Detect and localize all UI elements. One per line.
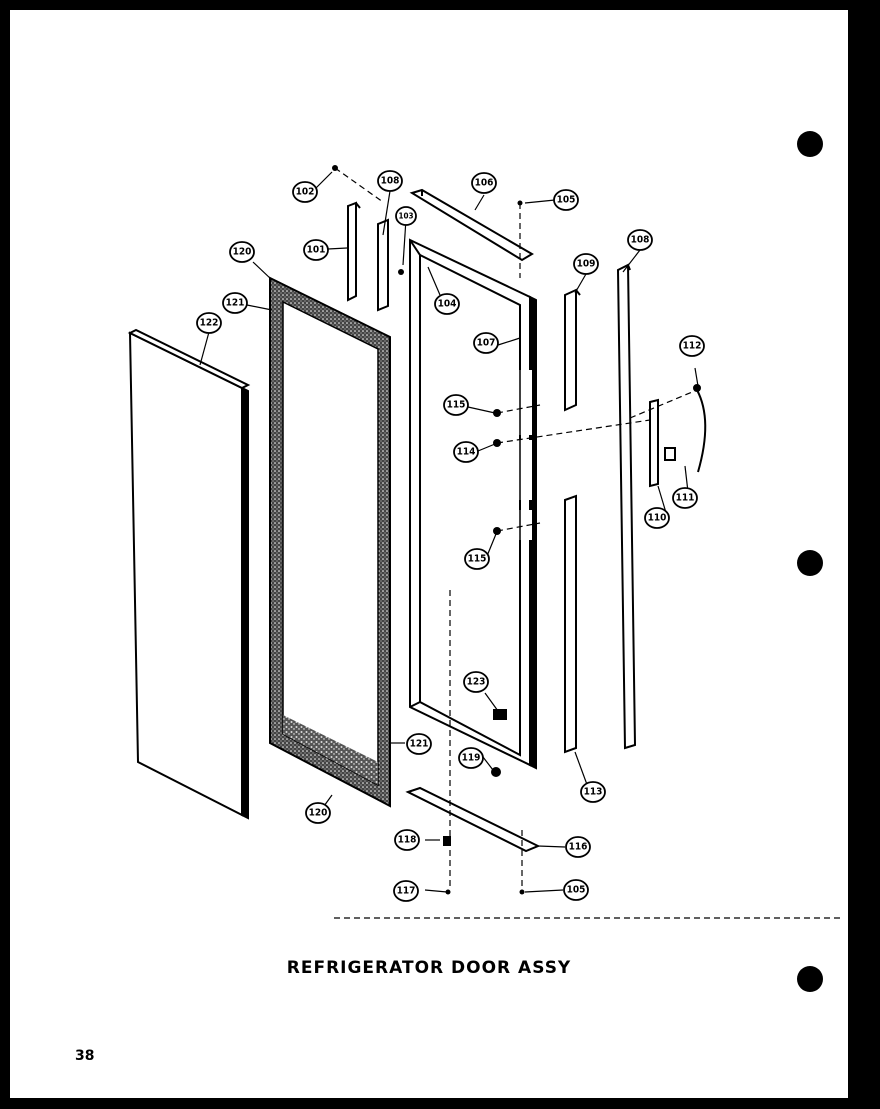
diagram-title: REFRIGERATOR DOOR ASSY [286, 958, 572, 978]
page-number: 38 [75, 1048, 95, 1064]
callout-103: 103 [398, 212, 413, 221]
callout-105-top: 105 [557, 195, 576, 206]
callout-108-right: 108 [631, 235, 650, 246]
hinge-brackets [347, 201, 389, 312]
binder-hole-middle [797, 550, 823, 576]
callout-leaders [199, 171, 699, 893]
exploded-view-diagram: 102 108 103 101 120 121 122 106 105 108 … [127, 165, 840, 919]
binder-hole-top [797, 131, 823, 157]
callout-113: 113 [584, 787, 603, 798]
callout-118: 118 [398, 835, 417, 846]
dashed-leaders [330, 167, 840, 919]
door-liner [409, 238, 537, 770]
outer-door-panel [127, 328, 251, 820]
handle-strip-lower [564, 494, 577, 754]
long-side-strip [616, 263, 637, 750]
callout-119: 119 [462, 753, 481, 764]
side-hinge-parts [649, 384, 707, 488]
callout-112: 112 [683, 341, 702, 352]
callout-116: 116 [569, 842, 588, 853]
top-trim [409, 188, 534, 262]
callout-120-bottom: 120 [309, 808, 328, 819]
callout-104: 104 [438, 299, 457, 310]
callout-110: 110 [648, 513, 667, 524]
handle-strip-upper [564, 288, 581, 412]
callout-numbers: 102 108 103 101 120 121 122 106 105 108 … [200, 176, 702, 897]
callout-106: 106 [475, 178, 494, 189]
callout-123: 123 [467, 677, 486, 688]
callout-117: 117 [397, 886, 416, 897]
callout-111: 111 [676, 493, 695, 504]
fasteners [332, 165, 525, 895]
callout-109: 109 [577, 259, 596, 270]
callout-121-bottom: 121 [410, 739, 429, 750]
callout-105-bottom: 105 [567, 885, 586, 896]
callout-120-top: 120 [233, 247, 252, 258]
callout-114: 114 [457, 447, 476, 458]
callout-121-top: 121 [226, 298, 245, 309]
door-gasket [269, 276, 391, 808]
callout-101: 101 [307, 245, 326, 256]
callout-102: 102 [296, 187, 315, 198]
callout-107: 107 [477, 338, 496, 349]
bottom-trim [405, 786, 541, 853]
callout-108-top: 108 [381, 176, 400, 187]
parts-diagram-sheet: 102 108 103 101 120 121 122 106 105 108 … [10, 10, 848, 1098]
binder-hole-bottom [797, 966, 823, 992]
callout-bubbles [196, 170, 705, 902]
callout-115-lower: 115 [468, 554, 487, 565]
callout-122: 122 [200, 318, 219, 329]
callout-115-upper: 115 [447, 400, 466, 411]
